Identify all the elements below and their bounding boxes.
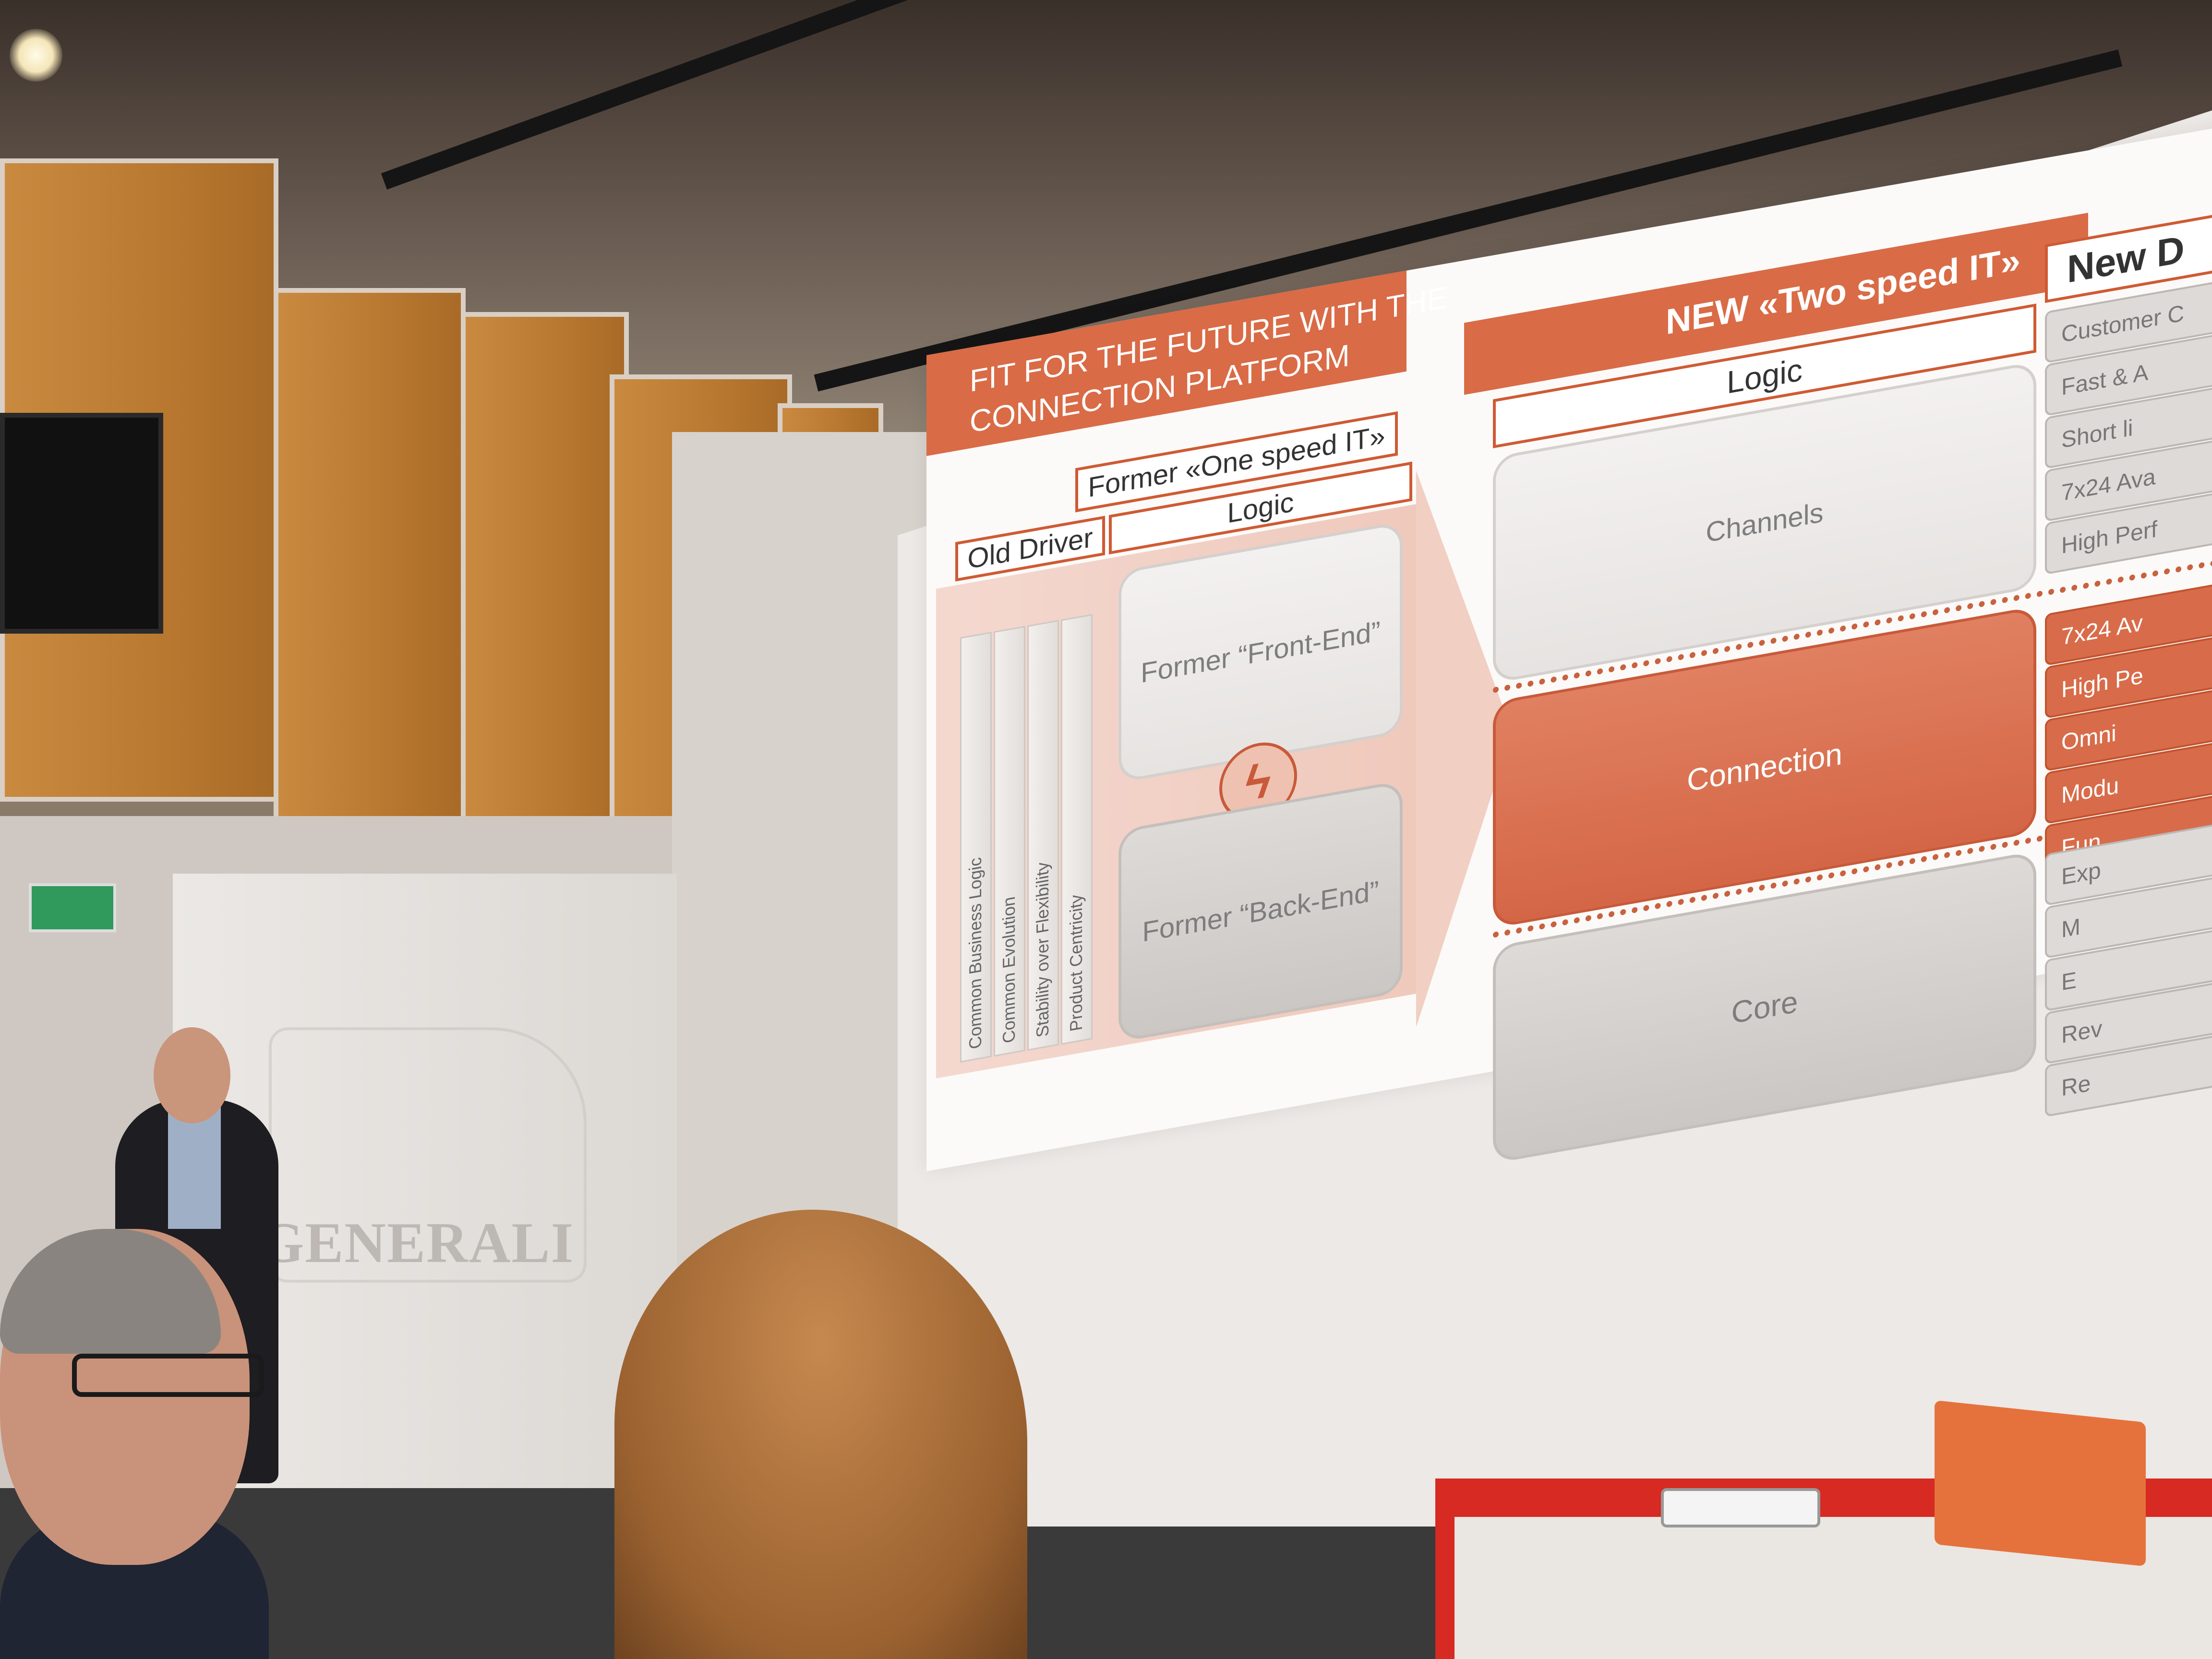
pillar-label: Common Evolution bbox=[999, 895, 1019, 1045]
pillar-label: Product Centricity bbox=[1066, 893, 1086, 1033]
ceiling-light bbox=[10, 29, 62, 82]
pillar: Common Evolution bbox=[994, 625, 1025, 1057]
phone-on-desk bbox=[1661, 1488, 1820, 1527]
glasses bbox=[72, 1354, 264, 1397]
pillar: Stability over Flexibility bbox=[1027, 620, 1059, 1051]
wall-monitor bbox=[0, 413, 163, 634]
presenter-head bbox=[154, 1027, 230, 1123]
channels-label: Channels bbox=[1706, 496, 1824, 549]
wood-panel bbox=[274, 288, 466, 850]
former-front-end-label: Former “Front-End” bbox=[1141, 615, 1381, 689]
presenter-shirt bbox=[168, 1104, 221, 1229]
former-back-end-label: Former “Back-End” bbox=[1142, 875, 1379, 948]
pillar: Product Centricity bbox=[1061, 613, 1093, 1045]
connection-label: Connection bbox=[1687, 736, 1842, 798]
pillar: Common Business Logic bbox=[960, 632, 992, 1063]
audience-head-right bbox=[614, 1210, 1027, 1659]
pillar-label: Stability over Flexibility bbox=[1033, 860, 1052, 1039]
exit-sign bbox=[29, 883, 116, 932]
core-label: Core bbox=[1731, 984, 1798, 1031]
laptop bbox=[1935, 1400, 2146, 1567]
wall-logo-text: GENERALI bbox=[259, 1211, 575, 1274]
pillar-label: Common Business Logic bbox=[965, 856, 985, 1051]
wood-panel bbox=[461, 312, 629, 874]
